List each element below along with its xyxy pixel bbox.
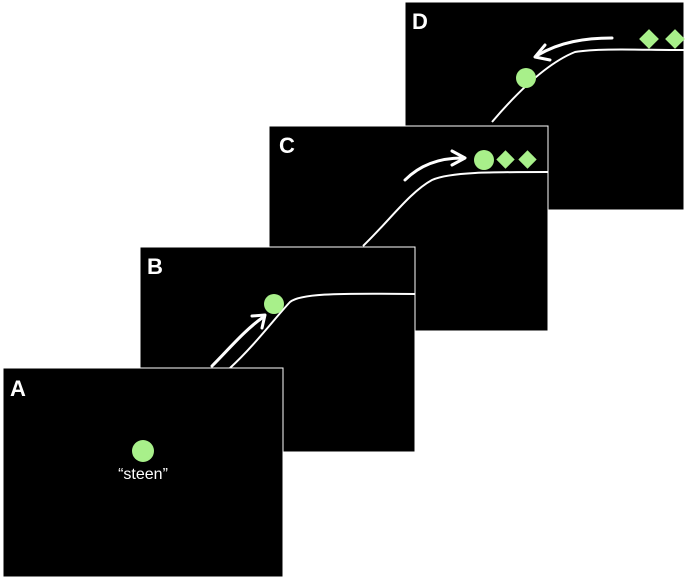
diamond-token: [518, 150, 537, 169]
circle-token: [264, 294, 284, 314]
panel-a: A “steen”: [2, 367, 284, 578]
panel-d-track: [491, 48, 685, 123]
panel-a-caption: “steen”: [118, 466, 168, 483]
panel-a-frame: [2, 367, 284, 578]
panel-d-arrow-head: [533, 43, 552, 62]
panel-c-arrow: [403, 156, 464, 182]
panel-b-label: B: [147, 254, 163, 279]
panel-b-arrow: [210, 316, 264, 368]
diamond-token: [496, 150, 515, 169]
panel-c-track: [362, 171, 549, 247]
panel-a-label: A: [10, 376, 26, 401]
panel-c-label: C: [279, 133, 295, 158]
panel-b-arrow-head: [250, 313, 267, 330]
circle-token: [516, 68, 536, 88]
panel-b-track: [229, 292, 416, 369]
circle-token: [474, 150, 494, 170]
panel-c-arrow-head: [450, 149, 467, 167]
panel-d-label: D: [412, 9, 428, 34]
circle-token: [132, 440, 154, 462]
panel-d-arrow: [536, 36, 614, 57]
